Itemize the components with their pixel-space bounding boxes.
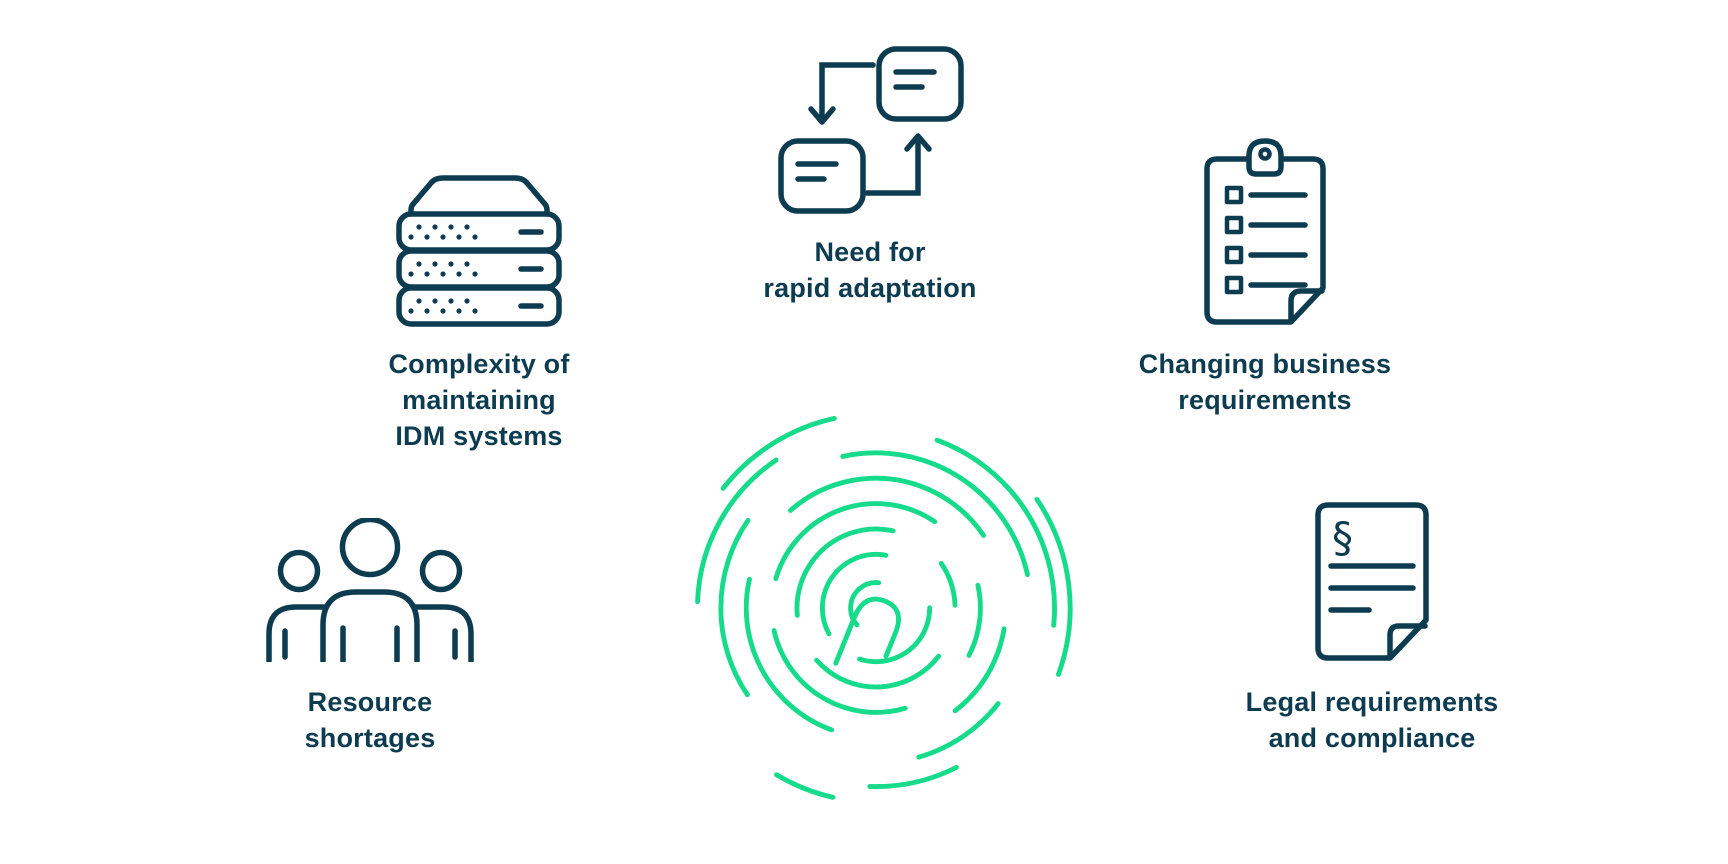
challenge-label-legal: Legal requirements and compliance [1245,687,1499,753]
server-stack-icon [395,172,563,328]
people-group-icon [262,518,478,662]
challenge-label-resource: Resource shortages [304,687,436,753]
process-swap-arrows-icon [775,45,965,215]
legal-document-icon: § [1312,500,1432,664]
challenge-label-changing: Changing business requirements [1138,349,1392,415]
challenge-label-adaptation: Need for rapid adaptation [763,237,977,303]
fingerprint-swirl-logo [676,408,1076,813]
section-sign-glyph: § [1332,513,1353,562]
checklist-clipboard-icon [1197,138,1333,330]
challenge-label-complexity: Complexity of maintaining IDM systems [388,349,570,451]
